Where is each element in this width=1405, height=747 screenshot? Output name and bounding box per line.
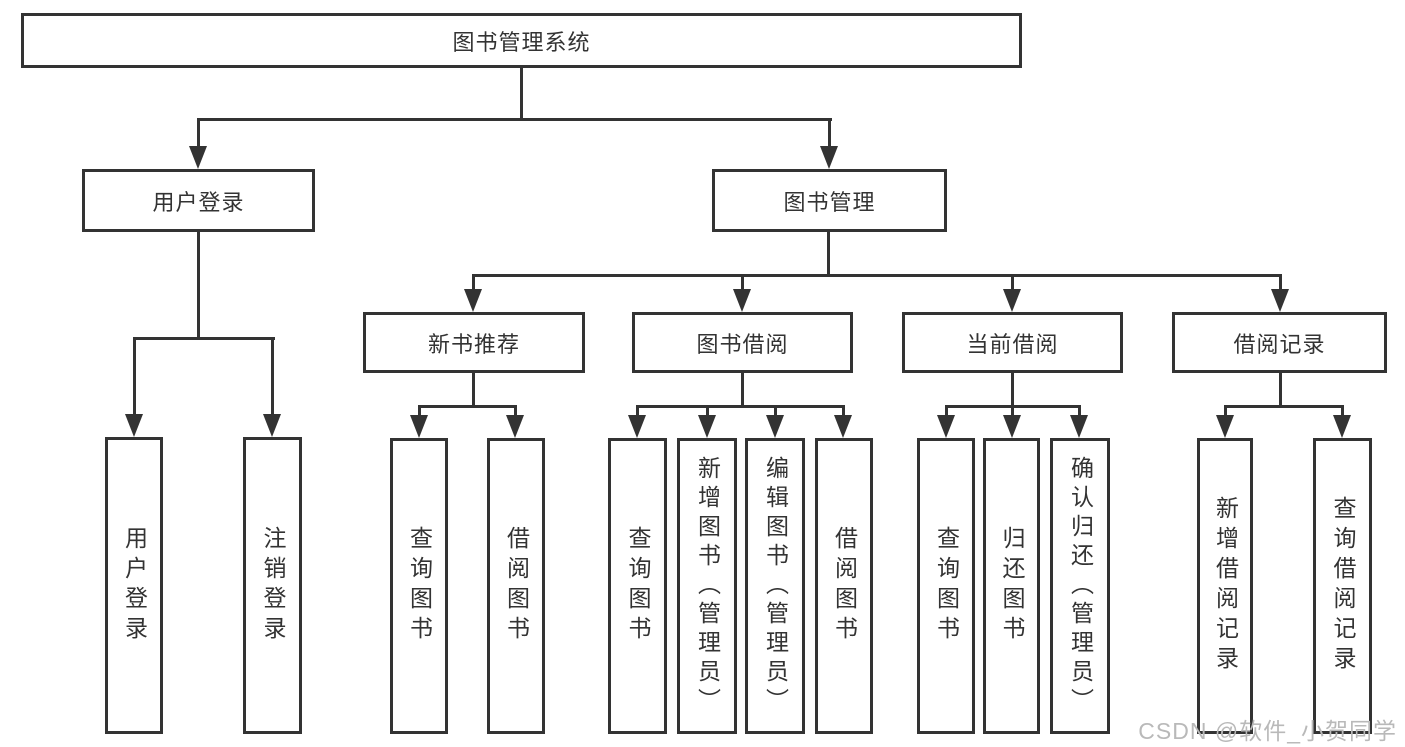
arrow-down-icon: [125, 414, 143, 437]
node-label: 查询借阅记录: [1330, 496, 1356, 676]
connector-drop: [271, 337, 274, 414]
arrow-down-icon: [766, 415, 784, 438]
connector-userlogin-rail: [133, 337, 275, 340]
node-new-book-recommend: 新书推荐: [363, 312, 585, 373]
node-label: 图书管理系统: [452, 29, 591, 55]
node-borrow-records: 借阅记录: [1172, 312, 1387, 373]
arrow-down-icon: [1333, 415, 1351, 438]
connector-root-stem: [520, 68, 523, 118]
connector-recommend-rail: [418, 405, 517, 408]
connector-userlogin-stem: [197, 232, 200, 337]
connector-drop: [133, 337, 136, 414]
node-label: 图书借阅: [696, 331, 789, 357]
arrow-down-icon: [1070, 415, 1088, 438]
connector-drop: [1224, 405, 1227, 415]
node-label: 借阅图书: [503, 526, 530, 646]
node-label: 编辑图书（管理员）: [762, 455, 789, 717]
connector-drop: [1341, 405, 1344, 415]
node-label: 新书推荐: [427, 331, 520, 357]
node-label: 归还图书: [999, 526, 1025, 646]
csdn-watermark: CSDN @软件_小贺同学: [1138, 718, 1397, 744]
node-user-login-action: 用户登录: [105, 437, 163, 734]
arrow-down-icon: [937, 415, 955, 438]
arrow-down-icon: [1271, 289, 1289, 312]
connector-drop: [1078, 405, 1081, 415]
connector-drop: [472, 274, 475, 289]
connector-drop: [706, 405, 709, 415]
connector-drop: [418, 405, 421, 415]
arrow-down-icon: [263, 414, 281, 437]
node-label: 用户登录: [121, 525, 148, 646]
connector-drop: [774, 405, 777, 415]
connector-borrow-rail: [636, 405, 845, 408]
connector-drop: [1279, 274, 1282, 289]
node-label: 查询图书: [625, 526, 651, 646]
node-label: 用户登录: [152, 189, 245, 215]
connector-bookmgmt-stem: [827, 232, 830, 274]
node-label: 新增借阅记录: [1212, 496, 1239, 676]
connector-bookmgmt-rail: [472, 274, 1282, 277]
node-user-login: 用户登录: [82, 169, 315, 232]
node-add-borrow-record: 新增借阅记录: [1197, 438, 1253, 734]
node-label: 借阅图书: [831, 526, 858, 646]
connector-recommend-stem: [472, 373, 475, 406]
node-label: 查询图书: [406, 526, 433, 646]
connector-drop: [741, 274, 744, 289]
arrow-down-icon: [820, 146, 838, 169]
node-label: 查询图书: [933, 526, 960, 646]
connector-drop: [514, 405, 517, 415]
connector-drop: [842, 405, 845, 415]
connector-drop: [945, 405, 948, 415]
node-return-books: 归还图书: [983, 438, 1040, 734]
connector-drop: [1011, 405, 1014, 415]
node-label: 当前借阅: [966, 331, 1059, 357]
arrow-down-icon: [1003, 415, 1021, 438]
connector-records-stem: [1279, 373, 1282, 405]
arrow-down-icon: [464, 289, 482, 312]
connector-drop: [1011, 274, 1014, 289]
connector-borrow-stem: [741, 373, 744, 405]
arrow-down-icon: [410, 415, 428, 438]
connector-drop: [828, 118, 831, 146]
arrow-down-icon: [698, 415, 716, 438]
arrow-down-icon: [189, 146, 207, 169]
node-logout: 注销登录: [243, 437, 302, 734]
node-query-books-recommend: 查询图书: [390, 438, 448, 734]
node-query-books-current: 查询图书: [917, 438, 975, 734]
connector-records-rail: [1224, 405, 1343, 408]
node-label: 注销登录: [260, 525, 286, 646]
node-borrow-books-recommend: 借阅图书: [487, 438, 545, 734]
arrow-down-icon: [506, 415, 524, 438]
node-query-borrow-record: 查询借阅记录: [1313, 438, 1372, 734]
node-book-borrow: 图书借阅: [632, 312, 853, 373]
node-label: 确认归还（管理员）: [1067, 455, 1094, 717]
connector-current-stem: [1011, 373, 1014, 405]
arrow-down-icon: [628, 415, 646, 438]
node-add-books-admin: 新增图书（管理员）: [677, 438, 737, 734]
node-edit-books-admin: 编辑图书（管理员）: [745, 438, 805, 734]
arrow-down-icon: [1216, 415, 1234, 438]
node-confirm-return-admin: 确认归还（管理员）: [1050, 438, 1110, 734]
node-borrow-books: 借阅图书: [815, 438, 873, 734]
node-book-management: 图书管理: [712, 169, 947, 232]
arrow-down-icon: [733, 289, 751, 312]
connector-root-rail: [197, 118, 832, 121]
node-label: 借阅记录: [1233, 331, 1326, 357]
connector-drop: [197, 118, 200, 146]
node-current-borrow: 当前借阅: [902, 312, 1123, 373]
node-query-books-borrow: 查询图书: [608, 438, 667, 734]
arrow-down-icon: [834, 415, 852, 438]
connector-drop: [636, 405, 639, 415]
node-label: 图书管理: [783, 189, 876, 215]
arrow-down-icon: [1003, 289, 1021, 312]
node-label: 新增图书（管理员）: [694, 455, 721, 717]
node-root: 图书管理系统: [21, 13, 1022, 68]
